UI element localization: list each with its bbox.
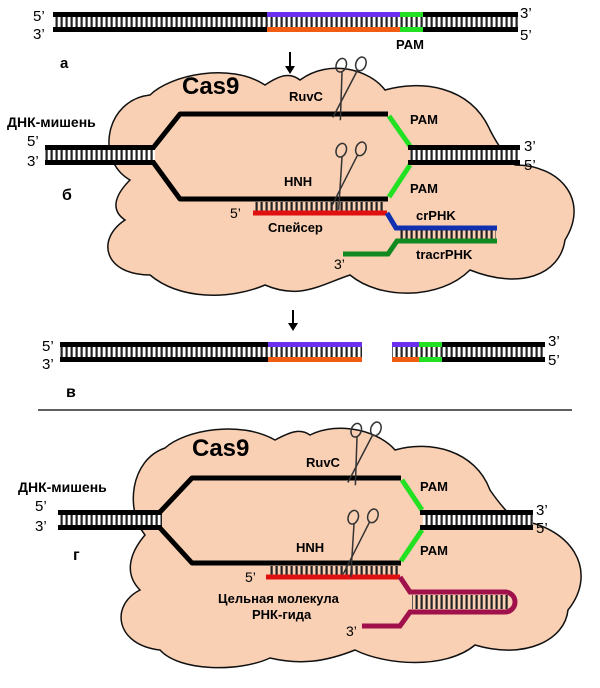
ruvc-scissors-icon (347, 421, 382, 486)
ruvc-label: RuvC (306, 455, 341, 470)
spacer-label: Спейсер (268, 220, 323, 235)
panel-g: Cas9 ДНК-мишень 5’ 3’ 3’ 5’ RuvC HNH PAM… (18, 421, 582, 669)
target-dna-label: ДНК-мишень (7, 114, 96, 130)
pam-top (399, 478, 425, 512)
pam-label: PAM (396, 37, 424, 52)
arrow-down-icon (288, 310, 298, 331)
panel-a: 5’ 3’ 3’ 5’ PAM а (33, 5, 532, 74)
label-5prime-right: 5’ (548, 352, 560, 369)
guide-label-line2: РНК-гида (252, 607, 312, 622)
pam-bottom-label: PAM (410, 181, 438, 196)
pam-top-segment (400, 12, 423, 17)
label-5prime-left: 5’ (33, 8, 45, 25)
spacer-5prime-label: 5’ (230, 205, 241, 221)
pam-top (386, 114, 413, 148)
hnh-scissors-icon (330, 141, 367, 210)
guide-rungs (268, 566, 398, 575)
pam-top-label: PAM (410, 112, 438, 127)
label-3prime-right: 3’ (524, 138, 536, 155)
ruvc-label: RuvC (289, 89, 324, 104)
pam-bottom (398, 528, 425, 563)
dna-rungs-right (410, 150, 520, 160)
panel-v: 5’ 3’ 3’ 5’ в (42, 333, 560, 401)
hnh-label: HNH (284, 174, 312, 189)
pam-bottom-segment (419, 357, 442, 362)
sgrna-hairpin (362, 575, 518, 629)
target-bottom-segment (268, 357, 362, 362)
label-5prime-left: 5’ (27, 133, 39, 150)
pam-bottom (386, 163, 413, 199)
dna-rungs (53, 17, 518, 27)
panel-label-a: а (60, 55, 69, 72)
target-top-remnant (392, 342, 419, 347)
dna-left-bottom (58, 525, 162, 530)
guide-3prime-label: 3’ (346, 623, 357, 639)
target-bottom-remnant (392, 357, 419, 362)
panel-b: Cas9 ДНК-мишень 5’ 3’ 3’ 5’ RuvC HNH PAM… (7, 56, 575, 296)
label-5prime-right: 5’ (520, 27, 532, 44)
crrna-tracrrna-rungs (398, 230, 496, 240)
tracrrna-strand (343, 238, 497, 257)
non-target-strand (158, 475, 401, 514)
dna-left-fragment-top (60, 342, 362, 347)
label-5prime-right: 5’ (524, 157, 536, 174)
dna-left-bottom (45, 160, 155, 165)
label-3prime-left: 3’ (33, 26, 45, 43)
target-dna-label: ДНК-мишень (18, 479, 107, 495)
target-bottom-segment (267, 27, 400, 32)
crrna-label: crPHK (416, 208, 456, 223)
dna-rungs-right-fragment (392, 347, 545, 357)
target-strand (158, 526, 401, 566)
tracr-3prime-label: 3’ (334, 256, 345, 272)
pam-top-segment (419, 342, 442, 347)
panel-label-g: г (73, 547, 80, 564)
sgrna-hairpin-rungs (412, 595, 508, 609)
hnh-scissors-icon (342, 508, 379, 577)
dna-right-bottom (420, 525, 533, 530)
label-3prime-right: 3’ (536, 502, 548, 519)
tracrrna-label: tracrPHK (416, 247, 473, 262)
label-3prime-left: 3’ (42, 356, 54, 373)
dna-right-fragment-bottom (392, 357, 545, 362)
cas9-label: Cas9 (192, 435, 249, 462)
label-5prime-left: 5’ (42, 338, 54, 355)
arrow-down-icon (285, 52, 295, 74)
label-3prime-right: 3’ (548, 333, 560, 350)
guide-label-line1: Цельная молекула (218, 591, 340, 606)
spacer-rungs (255, 202, 385, 211)
dna-rungs-right (423, 515, 533, 525)
dna-right-bottom (408, 160, 520, 165)
hnh-label: HNH (296, 540, 324, 555)
guide-5prime-label: 5’ (245, 569, 256, 585)
dna-left-top (45, 145, 155, 150)
label-3prime-right: 3’ (520, 5, 532, 22)
label-3prime-left: 3’ (35, 518, 47, 535)
crrna-strand (384, 211, 497, 231)
panel-label-b: б (62, 187, 72, 204)
pam-bottom-segment (400, 27, 423, 32)
pam-bottom-label: PAM (420, 543, 448, 558)
dna-rungs-left (60, 515, 162, 525)
label-5prime-right: 5’ (536, 520, 548, 537)
cas9-label: Cas9 (182, 73, 239, 100)
target-top-segment (267, 12, 400, 17)
dna-rungs-left (45, 150, 155, 160)
label-5prime-left: 5’ (35, 498, 47, 515)
panel-label-v: в (66, 384, 76, 401)
dna-rungs-left-fragment (60, 347, 362, 357)
pam-top-label: PAM (420, 479, 448, 494)
label-3prime-left: 3’ (27, 153, 39, 170)
non-target-strand (151, 111, 388, 150)
dna-left-top (58, 510, 162, 515)
dna-right-top (408, 145, 520, 150)
dna-right-top (420, 510, 533, 515)
dna-left-fragment-bottom (60, 357, 362, 362)
target-strand (150, 160, 388, 202)
target-top-segment (268, 342, 362, 347)
dna-right-fragment-top (392, 342, 545, 347)
ruvc-scissors-icon (332, 56, 367, 121)
